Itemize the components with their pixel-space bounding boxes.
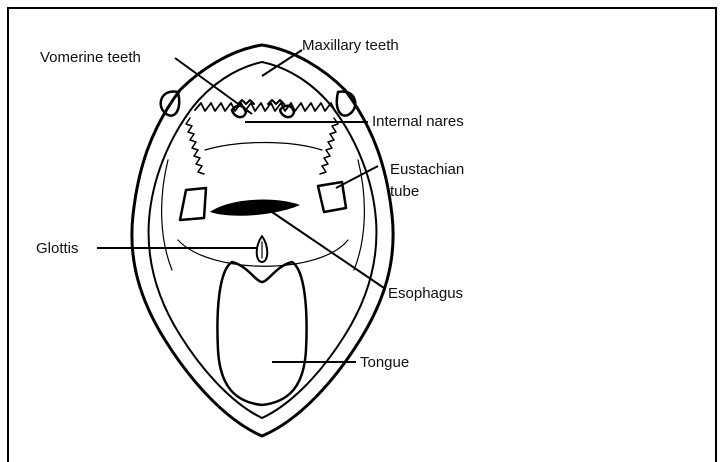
esophagus-leader xyxy=(272,212,384,288)
left-eustachian-tube xyxy=(180,188,206,220)
label-glottis: Glottis xyxy=(36,240,79,257)
palate-curve xyxy=(205,143,322,151)
label-vomerine-teeth: Vomerine teeth xyxy=(40,49,141,66)
tongue-shape xyxy=(217,262,306,405)
label-internal-nares: Internal nares xyxy=(372,113,464,130)
inner-side-left xyxy=(162,160,172,270)
outer-jaw-outline xyxy=(132,45,393,436)
right-eustachian-tube xyxy=(318,182,346,212)
right-eye-bulge xyxy=(337,91,355,115)
label-maxillary-teeth: Maxillary teeth xyxy=(302,37,399,54)
label-tube: tube xyxy=(390,183,419,200)
maxillary-teeth-row xyxy=(195,103,335,111)
label-tongue: Tongue xyxy=(360,354,409,371)
esophagus-shape xyxy=(210,200,300,216)
label-esophagus: Esophagus xyxy=(388,285,463,302)
right-teeth-row xyxy=(320,118,338,174)
label-eustachian: Eustachian xyxy=(390,161,464,178)
eustachian-leader xyxy=(336,166,378,188)
vomerine-leader xyxy=(175,58,252,114)
left-teeth-row xyxy=(186,118,204,174)
